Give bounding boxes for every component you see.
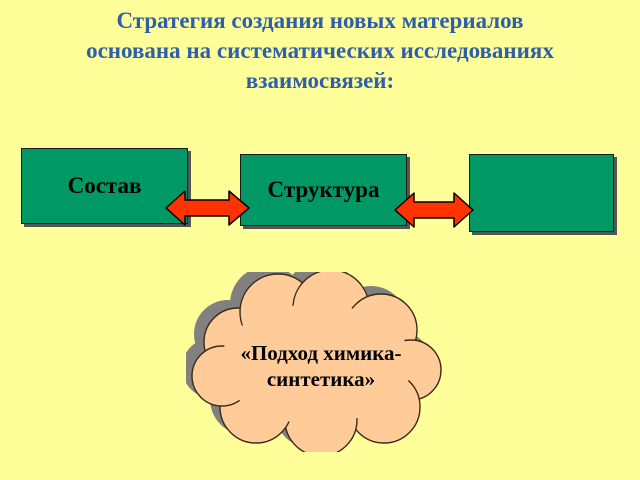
properties-box: [469, 154, 614, 232]
double-arrow-icon: [165, 190, 250, 226]
structure-label: Структура: [267, 177, 380, 202]
title-line-1: Стратегия создания новых материалов: [116, 8, 524, 33]
cloud-line-1: «Подход химика-: [240, 341, 402, 365]
structure-box: Структура: [240, 154, 407, 226]
cloud-line-2: синтетика»: [266, 367, 376, 391]
cloud-caption: «Подход химика- синтетика»: [206, 340, 436, 392]
title-line-2: основана на систематических исследования…: [86, 38, 554, 63]
double-arrow-icon: [394, 192, 474, 228]
cloud-icon: [186, 272, 442, 452]
slide-title: Стратегия создания новых материалов осно…: [0, 6, 640, 96]
title-line-3: взаимосвязей:: [245, 68, 395, 93]
composition-box: Состав: [21, 148, 188, 224]
composition-label: Состав: [67, 173, 142, 198]
